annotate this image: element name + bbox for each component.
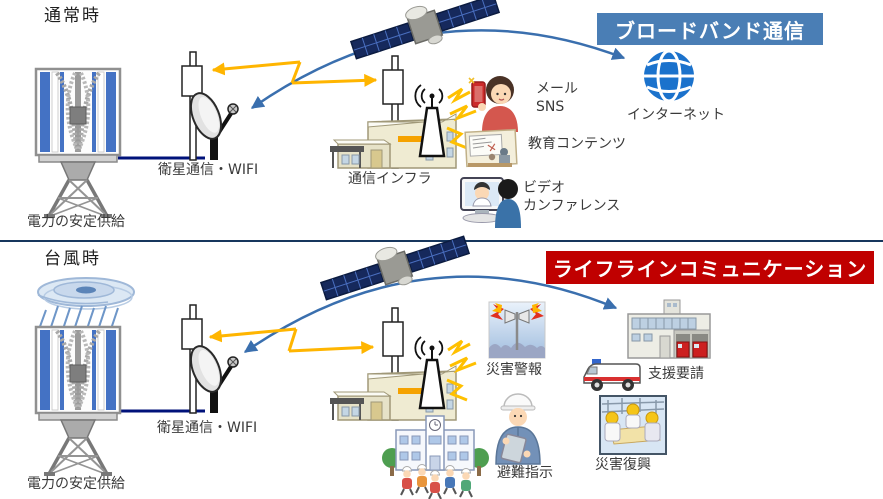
mail-label-line2: SNS [536, 99, 565, 116]
power-supply-label-top: 電力の安定供給 [27, 214, 125, 230]
satellite-icon-top [346, 0, 503, 69]
video-conference-icon [460, 177, 522, 229]
classroom-icon [464, 128, 518, 168]
satcom-wifi-label-bottom: 衛星通信・WIFI [157, 420, 258, 436]
video-label-line2: カンファレンス [523, 198, 621, 215]
wind-turbine-tower-icon-top [36, 69, 120, 218]
school-evacuation-icon [382, 416, 489, 499]
power-supply-label-bottom: 電力の安定供給 [27, 476, 125, 492]
fire-station-icon [627, 299, 711, 359]
support-request-label: 支援要請 [648, 366, 704, 382]
typhoon-time-title: 台風時 [44, 249, 101, 269]
lifeline-banner: ライフラインコミュニケーション [546, 251, 874, 284]
satellite-icon-bottom [316, 223, 473, 310]
wifi-link-arrows-bottom [208, 327, 375, 355]
disaster-recovery-label: 災害復興 [595, 457, 651, 473]
satellite-dish-icon-bottom [180, 303, 240, 415]
internet-label: インターネット [627, 107, 725, 123]
ambulance-icon [583, 358, 641, 392]
recovery-workers-icon [599, 395, 667, 455]
broadband-banner: ブロードバンド通信 [597, 13, 823, 45]
wifi-link-arrows-top [211, 60, 378, 87]
video-label-line1: ビデオ [523, 180, 565, 196]
worker-with-tablet-icon [495, 393, 541, 465]
normal-time-title: 通常時 [44, 6, 101, 26]
office-building-antenna-icon-bottom [328, 306, 478, 422]
mail-sns-label: メール SNS [536, 80, 578, 117]
comm-infra-label: 通信インフラ [348, 171, 432, 187]
mail-label-line1: メール [536, 81, 578, 97]
disaster-siren-icon [487, 300, 547, 360]
woman-with-phone-icon [468, 75, 519, 133]
disaster-alert-label: 災害警報 [486, 362, 542, 378]
typhoon-spiral-icon [37, 277, 135, 310]
education-content-label: 教育コンテンツ [528, 136, 626, 152]
satellite-link-arc-bottom [243, 275, 618, 354]
internet-globe-icon [642, 49, 696, 103]
video-conference-label: ビデオ カンファレンス [523, 179, 620, 216]
office-building-antenna-icon-top [328, 54, 478, 170]
satcom-wifi-label-top: 衛星通信・WIFI [158, 162, 259, 178]
wind-turbine-tower-icon-bottom [36, 327, 120, 476]
evacuation-order-label: 避難指示 [497, 465, 553, 481]
